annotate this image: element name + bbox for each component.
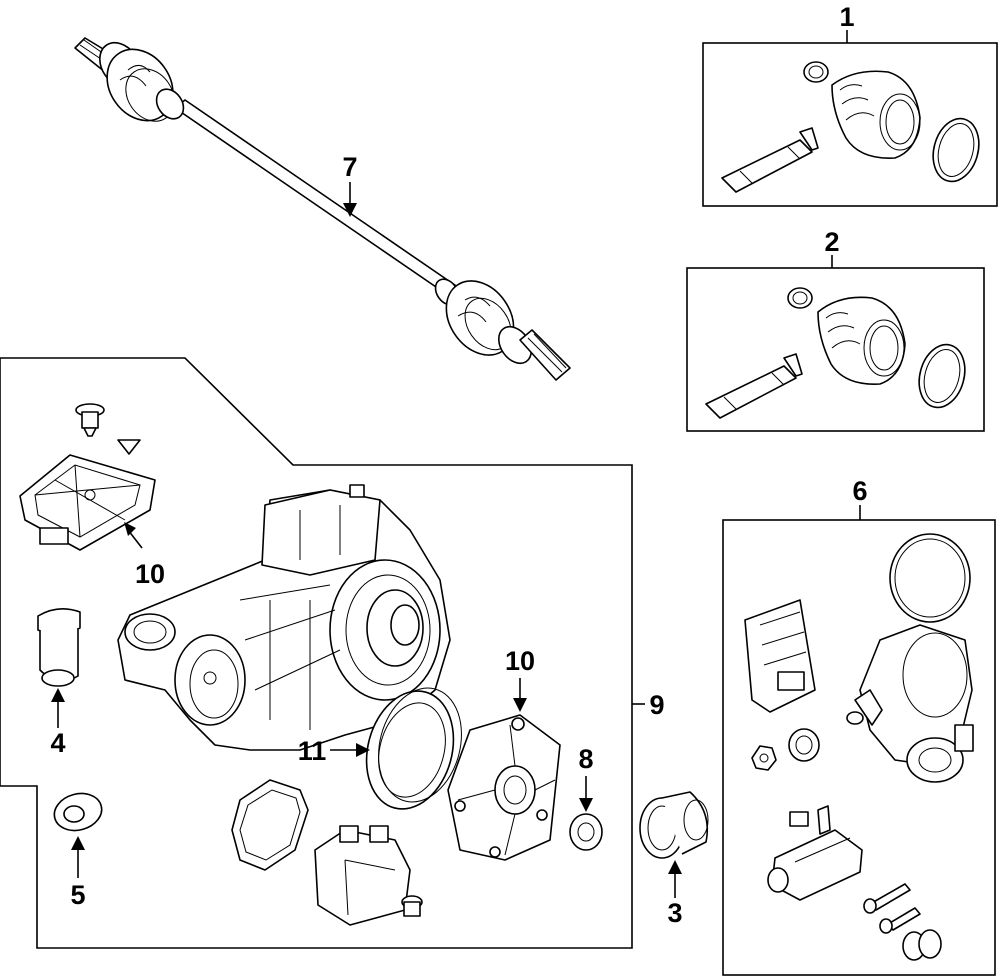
callout-3-arrow xyxy=(668,860,682,874)
o-ring-small-pair xyxy=(902,929,942,961)
o-ring-large xyxy=(889,533,971,623)
grease-packet-2 xyxy=(705,353,803,419)
boot-clamp-small-2 xyxy=(787,287,813,309)
callout-1: 1 xyxy=(839,2,854,32)
assembly-boundary-9 xyxy=(0,357,645,949)
seal-8 xyxy=(569,813,603,851)
vent-plug xyxy=(75,403,105,437)
nut xyxy=(751,745,777,771)
bushing xyxy=(37,608,81,687)
callout-11: 11 xyxy=(298,736,327,766)
callout-10-center-arrow xyxy=(513,698,527,712)
axle-right-cv-joint xyxy=(434,278,533,365)
bolt-2 xyxy=(879,907,921,934)
boot-clamp-small-1 xyxy=(803,61,829,83)
solenoid-motor xyxy=(767,805,863,901)
callout-10-upper-arrow xyxy=(124,522,136,536)
drain-plug xyxy=(401,895,423,917)
seal-5 xyxy=(53,792,103,832)
callout-4: 4 xyxy=(50,728,65,758)
callout-7-arrow xyxy=(343,203,357,217)
axle-right-spline xyxy=(519,329,571,381)
callout-2: 2 xyxy=(824,227,839,257)
callout-5: 5 xyxy=(70,880,85,910)
clutch-unit xyxy=(846,624,974,783)
callout-4-arrow xyxy=(51,688,65,702)
callout-8-arrow xyxy=(579,798,593,812)
grease-packet-1 xyxy=(721,127,819,193)
control-module xyxy=(744,599,816,713)
coupling xyxy=(639,791,709,859)
top-cover-plate xyxy=(19,454,156,551)
actuator-housing xyxy=(314,825,411,926)
callout-10-upper: 10 xyxy=(135,559,165,589)
kit-box-2 xyxy=(686,255,985,432)
rear-cover-gasket xyxy=(365,687,462,810)
callout-3: 3 xyxy=(667,898,682,928)
callout-11-arrow xyxy=(356,743,370,757)
cv-boot-2 xyxy=(817,296,906,385)
axle-left-cv-joint xyxy=(99,41,185,122)
callout-6: 6 xyxy=(852,476,867,506)
pan-gasket xyxy=(231,779,309,871)
callout-7: 7 xyxy=(342,152,357,182)
kit-box-1 xyxy=(702,30,998,207)
seal-ring-6 xyxy=(788,728,820,762)
cone-cap xyxy=(117,439,141,455)
callout-5-arrow xyxy=(71,836,85,850)
bolt-1 xyxy=(863,883,911,914)
rear-cover xyxy=(447,714,561,861)
callout-10-center: 10 xyxy=(505,646,535,676)
differential-housing xyxy=(117,484,451,751)
cv-boot-1 xyxy=(831,70,921,159)
boot-clamp-large-2 xyxy=(918,343,966,409)
callout-9: 9 xyxy=(649,690,664,720)
callout-8: 8 xyxy=(578,744,593,774)
kit-box-6 xyxy=(722,505,996,976)
axle-shaft xyxy=(74,37,571,381)
boot-clamp-large-1 xyxy=(932,117,980,183)
